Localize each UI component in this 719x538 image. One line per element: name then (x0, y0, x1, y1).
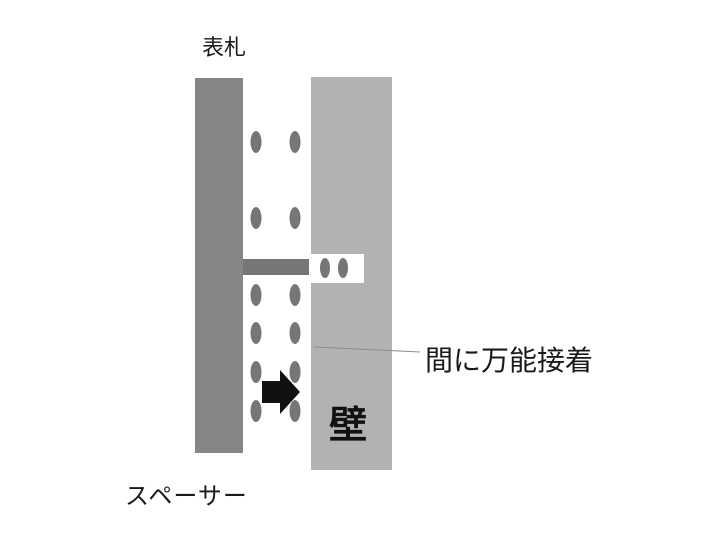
wall-hole (311, 254, 364, 283)
adhesive-dot (250, 131, 262, 153)
name-plate (195, 78, 243, 453)
adhesive-dot (250, 284, 262, 306)
adhesive-dot (250, 207, 262, 229)
arrow-right-icon (262, 370, 300, 414)
adhesive-label: 間に万能接着 (425, 344, 594, 377)
adhesive-dot (250, 400, 262, 422)
mounting-rod (243, 259, 309, 275)
adhesive-dot (289, 131, 301, 153)
adhesive-dot (289, 207, 301, 229)
adhesive-dot (250, 361, 262, 383)
spacer-label: スペーサー (125, 482, 248, 510)
wall-label: 壁 (329, 403, 368, 447)
adhesive-dot (250, 322, 262, 344)
adhesive-dot (320, 258, 330, 278)
plate-label: 表札 (202, 36, 247, 61)
adhesive-dot (338, 258, 348, 278)
adhesive-dot (289, 361, 301, 383)
adhesive-dot (289, 284, 301, 306)
adhesive-dot (289, 400, 301, 422)
adhesive-dot (289, 322, 301, 344)
leader-line (313, 346, 421, 353)
adhesive-dots (250, 131, 348, 422)
